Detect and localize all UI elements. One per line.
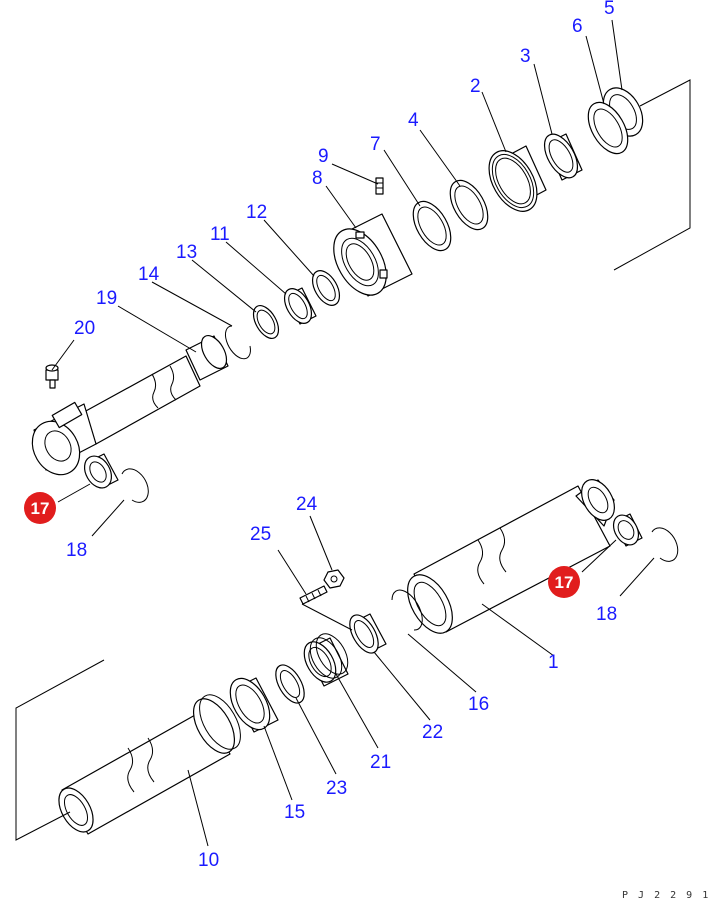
callout-21[interactable]: 21 [370, 752, 391, 773]
callout-16[interactable]: 16 [468, 694, 489, 715]
callout-22[interactable]: 22 [422, 722, 443, 743]
callout-1[interactable]: 1 [548, 652, 559, 673]
part-25-screw[interactable] [299, 585, 328, 605]
frame-line-lower [15, 659, 105, 841]
callout-6[interactable]: 6 [572, 16, 583, 37]
frame-line-upper [613, 79, 691, 271]
part-19-piston-rod[interactable] [23, 331, 232, 483]
drawing-code: P J 2 2 9 1 7 [622, 890, 717, 901]
part-18-snap-ring-lower[interactable] [651, 527, 679, 562]
part-17-bushing-lower[interactable] [608, 511, 643, 550]
part-15-bushing[interactable] [222, 672, 279, 736]
callout-12[interactable]: 12 [246, 202, 267, 223]
part-14-snap-ring[interactable] [225, 325, 251, 360]
upper-assembly [23, 79, 691, 503]
callout-18-upper[interactable]: 18 [66, 540, 87, 561]
callout-18-lower[interactable]: 18 [596, 604, 617, 625]
part-13-ring[interactable] [248, 301, 283, 342]
callout-2[interactable]: 2 [470, 76, 481, 97]
svg-text:17: 17 [555, 573, 574, 592]
callout-4[interactable]: 4 [408, 110, 419, 131]
part-11-bushing[interactable] [279, 284, 317, 328]
callout-11[interactable]: 11 [210, 224, 230, 245]
part-20-grease-fitting[interactable] [45, 364, 59, 389]
callout-5[interactable]: 5 [604, 0, 615, 19]
part-16-snap-ring[interactable] [391, 589, 423, 631]
callout-19[interactable]: 19 [96, 288, 117, 309]
part-21-stopper[interactable] [298, 628, 355, 687]
part-4-ring[interactable] [443, 174, 496, 236]
part-3-bushing[interactable] [538, 129, 585, 184]
part-23-ring[interactable] [270, 660, 310, 707]
part-7-ring[interactable] [406, 195, 459, 257]
callout-8[interactable]: 8 [312, 168, 323, 189]
part-9-pin[interactable] [375, 177, 384, 195]
part-18-snap-ring-upper[interactable] [121, 468, 149, 503]
callout-23[interactable]: 23 [326, 778, 347, 799]
callout-3[interactable]: 3 [520, 46, 531, 67]
lower-assembly [15, 474, 679, 841]
part-10-tube[interactable] [52, 688, 249, 838]
part-6-ring[interactable] [580, 96, 636, 160]
part-1-cylinder[interactable] [398, 474, 621, 641]
callout-14[interactable]: 14 [138, 264, 160, 285]
callout-20[interactable]: 20 [74, 318, 95, 339]
part-24-nut[interactable] [323, 569, 345, 589]
part-12-ring[interactable] [307, 266, 345, 310]
callout-7[interactable]: 7 [370, 134, 381, 155]
part-8-cylinder-head[interactable] [323, 213, 413, 304]
callout-25[interactable]: 25 [250, 524, 271, 545]
callout-13[interactable]: 13 [176, 242, 197, 263]
callout-17-lower[interactable]: 17 [548, 566, 580, 598]
svg-text:17: 17 [31, 499, 50, 518]
callout-24[interactable]: 24 [296, 494, 318, 515]
callout-15[interactable]: 15 [284, 802, 305, 823]
callout-9[interactable]: 9 [318, 146, 329, 167]
callout-17-upper[interactable]: 17 [24, 492, 56, 524]
callout-labels: 1 2 3 4 5 6 7 8 9 10 11 12 13 14 15 16 1… [24, 0, 617, 871]
part-22-bushing[interactable] [344, 610, 387, 657]
part-17-bushing-upper[interactable] [79, 451, 119, 492]
part-2-piston[interactable] [479, 142, 547, 219]
callout-10[interactable]: 10 [198, 850, 219, 871]
leader-lines [51, 19, 655, 847]
